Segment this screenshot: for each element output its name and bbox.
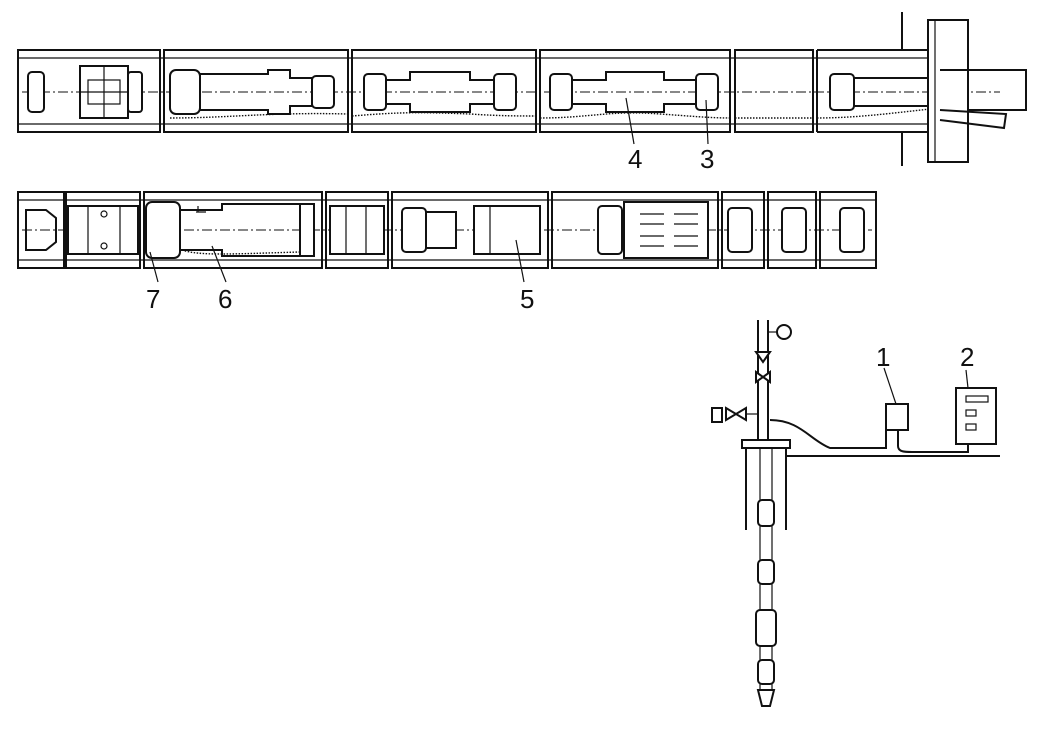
pump-unit [757,499,775,527]
leader-lines [149,97,969,405]
clamp [493,73,517,111]
motor [757,659,775,685]
pressure-gauge-icon [776,324,792,340]
casing-segment [734,49,814,133]
callout-label-1: 1 [876,342,890,372]
protector [473,205,541,255]
casing-segment [17,49,161,133]
clamp [363,73,387,111]
wellhead-flange [927,19,969,163]
gas-separator [623,201,709,259]
clamp [727,207,753,253]
clamp [549,73,573,111]
clamp [839,207,865,253]
callout-label-6: 6 [218,284,232,314]
clamp [401,207,427,253]
casing-segment [816,49,935,133]
top-casing-row [17,12,1027,166]
clamp [781,207,807,253]
callout-label-2: 2 [960,342,974,372]
valve-icon [755,370,771,384]
clamp [695,73,719,111]
clamp [829,73,855,111]
junction-box [885,403,909,431]
callout-label-5: 5 [520,284,534,314]
second-casing-row [17,191,877,269]
surface-installation [711,320,1000,707]
callout-labels: 4 3 5 6 7 1 2 [146,144,974,372]
casing-segment [163,49,349,133]
clamp [311,75,335,109]
valve-icon [725,406,747,422]
motor-base [145,201,181,259]
casing-segment [539,49,731,133]
callout-label-4: 4 [628,144,642,174]
callout-label-7: 7 [146,284,160,314]
casing-segment [351,49,537,133]
callout-label-3: 3 [700,144,714,174]
